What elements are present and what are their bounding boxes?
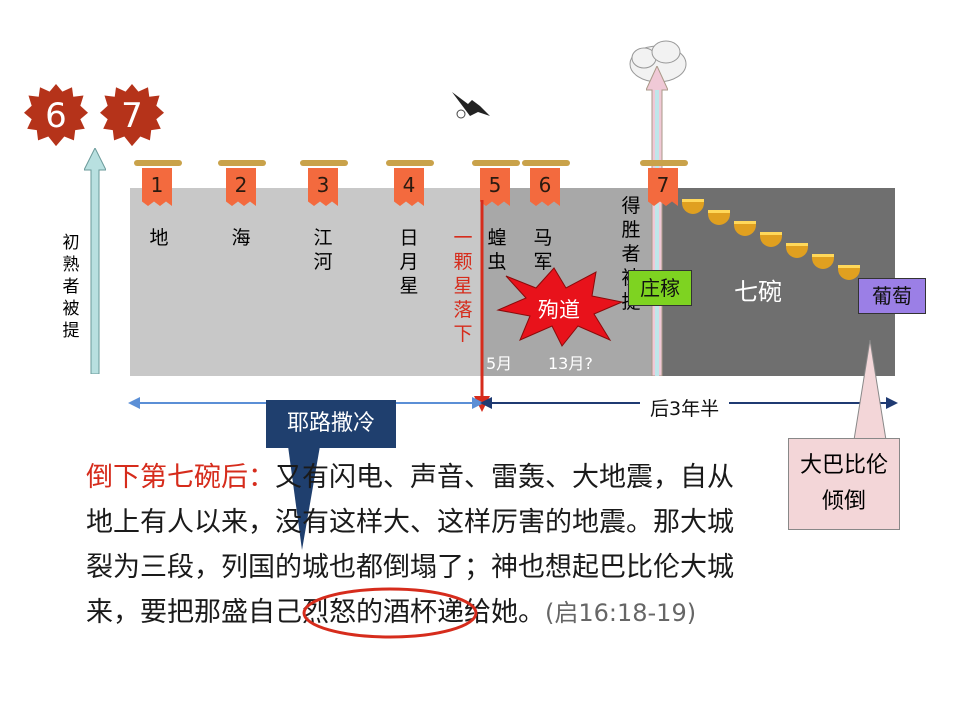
cloud-icon (629, 40, 687, 83)
trumpet-5-banner: 5 (480, 168, 510, 206)
trumpet-2-label: 海 (231, 227, 251, 249)
grapes-box: 葡萄 (858, 278, 926, 314)
trumpet-icon (300, 160, 348, 166)
trumpet-4-label: 日月星 (399, 227, 419, 297)
bowl-icon (812, 254, 834, 269)
trumpet-1-label: 地 (149, 227, 169, 249)
trumpet-icon (386, 160, 434, 166)
seven-bowls-label: 七碗 (734, 278, 782, 306)
trumpet-icon (640, 160, 688, 166)
trumpet-3-banner: 3 (308, 168, 338, 206)
trumpet-icon (218, 160, 266, 166)
bowl-icon (708, 210, 730, 225)
red-divider-arrow (474, 200, 490, 412)
trumpet-7-banner: 7 (648, 168, 678, 206)
trumpet-3-label: 江河 (313, 227, 333, 273)
trumpet-icon (522, 160, 570, 166)
trumpet-icon (472, 160, 520, 166)
babylon-callout: 大巴比伦倾倒 (788, 438, 900, 530)
firstfruits-arrow (84, 148, 106, 374)
firstfruits-label: 初熟者被提 (62, 233, 80, 341)
bowl-icon (760, 232, 782, 247)
trumpet-6-banner: 6 (530, 168, 560, 206)
timeline-band-gray (130, 188, 482, 376)
babylon-callout-pointer (853, 340, 887, 440)
scripture-body: 又有闪电、声音、雷轰、大地震，自从地上有人以来，没有这样大、这样厉害的地震。那大… (86, 462, 734, 628)
trumpet-4-banner: 4 (394, 168, 424, 206)
eagle-icon (452, 92, 490, 119)
trumpet-6-label: 马军 (533, 227, 553, 273)
scripture-reference: (启16:18-19) (545, 599, 697, 627)
after-3-half-label: 后3年半 (640, 394, 730, 421)
badge-six: 6 (24, 84, 88, 147)
timeline-band-dark (662, 188, 895, 376)
bowl-icon (838, 265, 860, 280)
thirteen-month-label: 13月? (548, 354, 593, 373)
five-month-label: 5月 (486, 354, 513, 373)
harvest-box: 庄稼 (628, 270, 692, 306)
trumpet-1-banner: 1 (142, 168, 172, 206)
trumpet-2-banner: 2 (226, 168, 256, 206)
bowl-icon (682, 199, 704, 214)
jerusalem-callout: 耶路撒冷 (266, 400, 396, 448)
jerusalem-callout-pointer (288, 446, 320, 550)
bowl-icon (734, 221, 756, 236)
badge-seven: 7 (100, 84, 164, 147)
winners-arrow (646, 66, 668, 376)
trumpet-5-label: 蝗虫 (487, 227, 507, 273)
trumpet-icon (134, 160, 182, 166)
martyrdom-starburst (496, 267, 624, 347)
highlight-ellipse (302, 587, 478, 639)
martyrdom-label: 殉道 (538, 298, 580, 322)
scripture-lead: 倒下第七碗后： (86, 462, 275, 493)
star-fall-label: 一颗星落下 (453, 227, 473, 345)
scripture-text: 倒下第七碗后：又有闪电、声音、雷轰、大地震，自从地上有人以来，没有这样大、这样厉… (86, 455, 736, 636)
bowl-icon (786, 243, 808, 258)
